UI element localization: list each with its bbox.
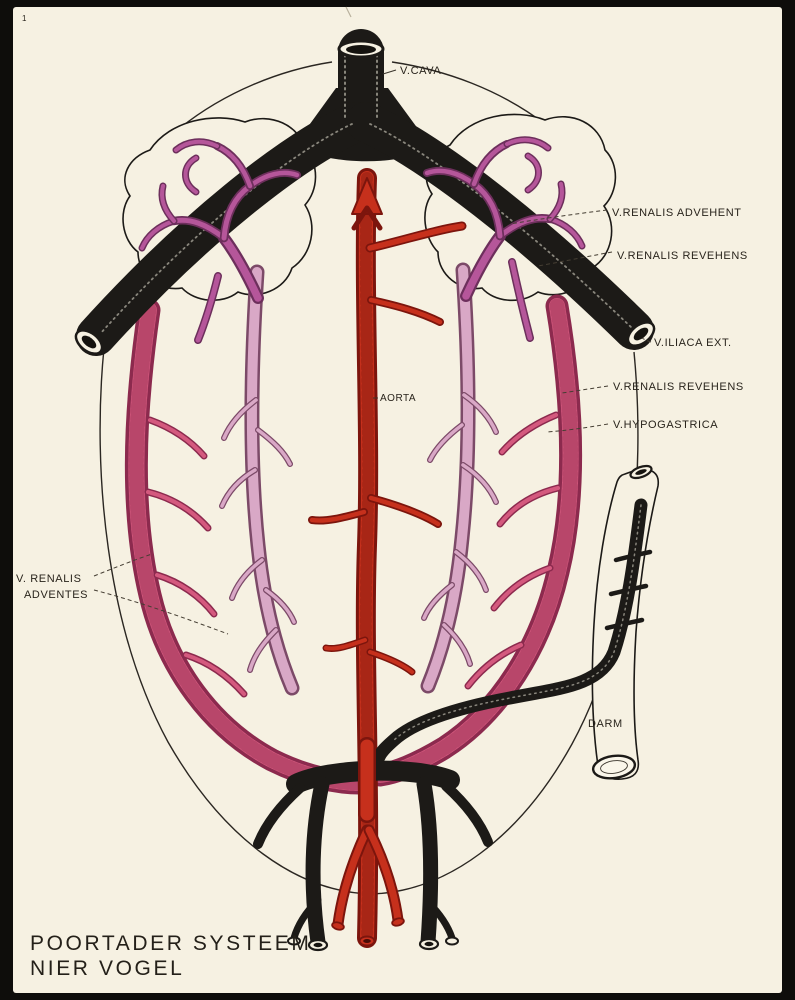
leader-lines [93,69,652,635]
intestine-bottom-opening [591,754,637,780]
label-v-renalis-advehent: V.RENALIS ADVEHENT [612,207,742,219]
kidney-portal-vessels [138,136,586,344]
left-leg-vein [305,776,330,950]
right-leg-vein [416,776,439,950]
poster-title-line1: POORTADER SYSTEEM [30,932,311,955]
label-v-renalis-adventes-line1: V. RENALIS [16,573,82,585]
right-iliac-opening [626,321,656,347]
page-number: 1 [22,14,27,23]
paper-crease [345,6,352,18]
label-v-renalis-adventes-line2: ADVENTES [24,589,88,601]
label-aorta: AORTA [380,393,416,404]
aorta-arrow-tip [351,177,383,215]
label-v-renalis-revehens-lower: V.RENALIS REVEHENS [613,381,744,393]
vessel-openings [74,39,656,952]
label-v-renalis-revehens-upper: V.RENALIS REVEHENS [617,250,748,262]
label-v-cava: V.CAVA [400,65,441,77]
label-v-iliaca-ext: V.ILIACA EXT. [654,337,732,349]
intestine-top-opening [629,464,653,480]
left-iliac-opening [74,329,104,355]
label-darm: DARM [588,718,623,730]
poster-title-line2: NIER VOGEL [30,957,184,980]
lilac-vessels [219,262,499,696]
leg-vein-openings [287,936,459,952]
aorta-openings [331,917,405,947]
labels: 1 V.CAVA V.RENALIS ADVEHENT V.RENALIS RE… [16,14,748,980]
label-v-hypogastrica: V.HYPOGASTRICA [613,419,718,431]
